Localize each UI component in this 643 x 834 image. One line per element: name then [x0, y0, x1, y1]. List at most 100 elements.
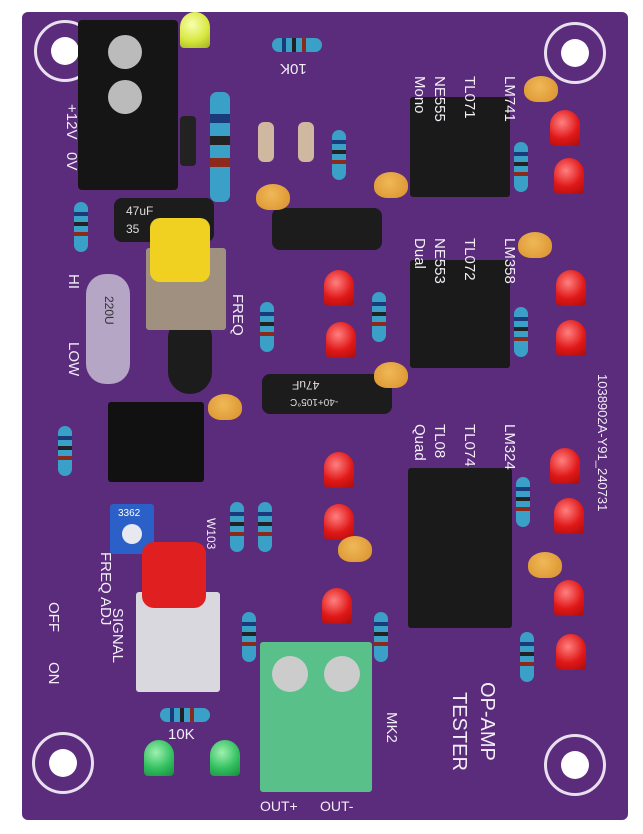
cap-rating: -40+105°C	[290, 396, 339, 407]
resistor	[374, 612, 388, 662]
resistor-bottom-label: 10K	[168, 726, 195, 743]
socket1-label: Mono	[411, 76, 428, 114]
ceramic-capacitor	[256, 184, 290, 210]
red-led	[554, 158, 584, 194]
power-led	[180, 12, 210, 48]
mk2-label: MK2	[383, 712, 400, 743]
ceramic-capacitor	[374, 362, 408, 388]
resistor	[210, 92, 230, 202]
screw-icon	[108, 80, 142, 114]
ceramic-capacitor	[208, 394, 242, 420]
red-led	[322, 588, 352, 624]
ceramic-capacitor	[518, 232, 552, 258]
screw-icon	[324, 656, 360, 692]
out-plus-label: OUT+	[260, 798, 298, 814]
resistor	[74, 202, 88, 252]
signal-label: SIGNAL	[109, 608, 126, 664]
green-led	[144, 740, 174, 776]
diode	[298, 122, 314, 162]
red-led	[324, 504, 354, 540]
freq-switch[interactable]	[146, 218, 226, 330]
resistor	[514, 142, 528, 192]
screw-icon	[108, 35, 142, 69]
resistor	[260, 302, 274, 352]
diode	[180, 116, 196, 166]
socket1-label: LM741	[501, 76, 518, 122]
resistor-top-label: 10K	[280, 60, 307, 77]
out-minus-label: OUT-	[320, 798, 354, 814]
ceramic-capacitor	[528, 552, 562, 578]
resistor	[520, 632, 534, 682]
socket3-label: LM324	[501, 424, 518, 470]
ic-socket-8pin	[410, 260, 510, 368]
resistor	[160, 708, 210, 722]
resistor	[258, 502, 272, 552]
on-label: ON	[45, 662, 62, 685]
serial-number: 1038902A-Y91_240731	[595, 374, 610, 512]
mounting-hole	[32, 732, 94, 794]
screw-icon	[272, 656, 308, 692]
ground-label: 0V	[63, 152, 80, 171]
power-terminal-block	[78, 20, 178, 190]
capacitor-220u: 220U	[86, 274, 130, 384]
off-label: OFF	[45, 602, 62, 632]
resistor	[372, 292, 386, 342]
signal-switch[interactable]	[136, 542, 220, 692]
electrolytic-capacitor: 47uF -40+105°C	[262, 374, 392, 414]
mounting-hole	[544, 22, 606, 84]
socket1-label: TL071	[461, 76, 478, 119]
resistor	[272, 38, 322, 52]
hi-label: HI	[65, 274, 82, 289]
cap-value: 47uF	[126, 204, 154, 218]
socket3-label: TL074	[461, 424, 478, 467]
socket1-label: NE555	[431, 76, 448, 122]
red-led	[554, 580, 584, 616]
socket2-label: Dual	[411, 238, 428, 269]
red-led	[550, 448, 580, 484]
socket3-label: TL08	[431, 424, 448, 459]
red-led	[326, 322, 356, 358]
output-terminal-block	[260, 642, 372, 792]
socket3-label: Quad	[411, 424, 428, 461]
ic-socket-14pin	[408, 468, 512, 628]
red-led	[324, 452, 354, 488]
resistor	[516, 477, 530, 527]
ic-socket-8pin	[410, 97, 510, 197]
resistor	[242, 612, 256, 662]
switch-cap-yellow[interactable]	[150, 218, 210, 282]
cap-voltage: 35	[126, 222, 140, 236]
ceramic-capacitor	[524, 76, 558, 102]
red-led	[556, 320, 586, 356]
socket2-label: LM358	[501, 238, 518, 284]
low-label: LOW	[65, 342, 82, 377]
red-led	[554, 498, 584, 534]
red-led	[556, 634, 586, 670]
title-line1: OP-AMP	[476, 682, 498, 761]
cap-value: 47uF	[292, 378, 320, 392]
resistor	[332, 130, 346, 180]
power-label: +12V	[63, 104, 80, 140]
trimmer-code: W103	[204, 518, 218, 550]
diode	[258, 122, 274, 162]
trimmer-model: 3362	[118, 508, 141, 519]
red-led	[324, 270, 354, 306]
resistor	[230, 502, 244, 552]
mounting-hole	[544, 734, 606, 796]
resistor	[58, 426, 72, 476]
ic-555	[108, 402, 204, 482]
socket2-label: TL072	[461, 238, 478, 281]
ceramic-capacitor	[338, 536, 372, 562]
switch-cap-red[interactable]	[142, 542, 206, 608]
red-led	[550, 110, 580, 146]
adjust-screw-icon[interactable]	[122, 524, 142, 544]
resistor	[514, 307, 528, 357]
cap-value: 220U	[102, 296, 116, 325]
socket2-label: NE553	[431, 238, 448, 284]
electrolytic-capacitor	[272, 208, 382, 250]
freq-label: FREQ	[229, 294, 246, 336]
red-led	[556, 270, 586, 306]
title-line2: TESTER	[448, 692, 470, 771]
pcb-board: +12V 0V 10K 10K 47uF 35 47uF -40+105°C 2…	[22, 12, 628, 820]
ceramic-capacitor	[374, 172, 408, 198]
green-led	[210, 740, 240, 776]
